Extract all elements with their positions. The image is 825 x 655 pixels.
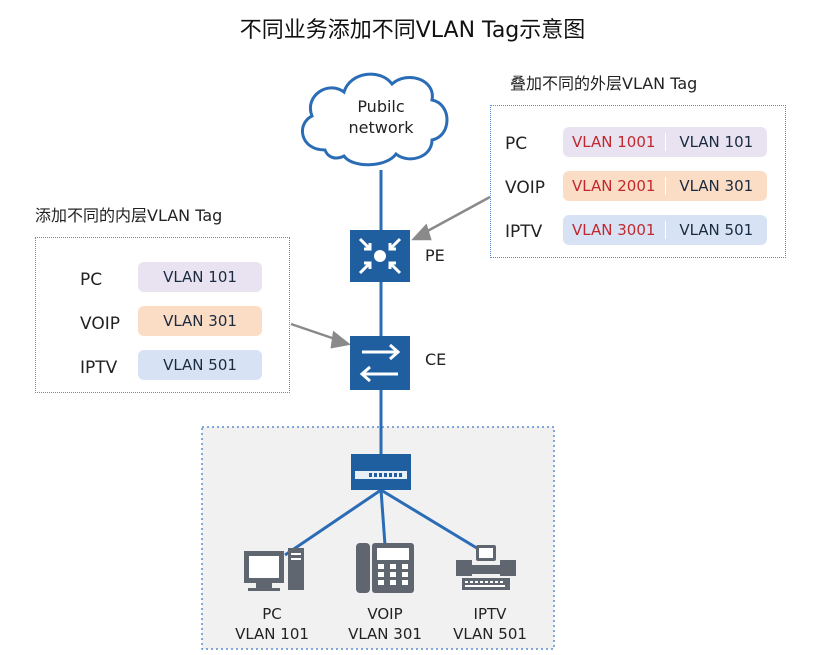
- inner-vlan-tag: VLAN 301: [679, 177, 754, 195]
- outer-vlan-tag: VLAN 1001: [563, 133, 666, 151]
- inner-tag-box: PC VLAN 101 VOIP VLAN 301 IPTV VLAN 501: [35, 237, 290, 393]
- inner-vlan-tag: VLAN 501: [679, 221, 754, 239]
- arrow-to-pe: [421, 195, 491, 236]
- network-links: [284, 170, 486, 557]
- inner-row-label: IPTV: [80, 358, 118, 378]
- outer-row-label: VOIP: [505, 178, 545, 198]
- pe-label: PE: [425, 246, 445, 265]
- host-label-pc: PC VLAN 101: [217, 604, 327, 644]
- inner-vlan-tag: VLAN 101: [163, 268, 237, 286]
- inner-tag-pill: VLAN 301: [138, 306, 262, 336]
- host-vlan: VLAN 101: [235, 625, 309, 643]
- ce-switch-icon: [350, 336, 410, 390]
- host-vlan: VLAN 501: [453, 625, 527, 643]
- host-vlan: VLAN 301: [348, 625, 422, 643]
- iptv-icon: [456, 545, 516, 590]
- host-name: IPTV: [473, 605, 507, 623]
- outer-tag-pill: VLAN 2001 VLAN 301: [563, 171, 767, 201]
- inner-tag-pill: VLAN 501: [138, 350, 262, 380]
- inner-vlan-tag: VLAN 101: [679, 133, 754, 151]
- pc-icon: [244, 548, 304, 591]
- inner-vlan-tag: VLAN 301: [163, 312, 237, 330]
- inner-tag-pill: VLAN 101: [138, 262, 262, 292]
- inner-tag-caption: 添加不同的内层VLAN Tag: [35, 206, 223, 225]
- link-switch-pc: [284, 488, 382, 557]
- arrow-head-ce: [330, 330, 351, 349]
- arrow-to-ce: [290, 322, 339, 342]
- inner-row-label: PC: [80, 270, 103, 290]
- outer-vlan-tag: VLAN 3001: [563, 221, 666, 239]
- host-label-voip: VOIP VLAN 301: [330, 604, 440, 644]
- link-switch-voip: [379, 489, 387, 546]
- ce-label: CE: [425, 350, 447, 369]
- inner-vlan-tag: VLAN 501: [163, 356, 237, 374]
- cloud-label-line1: Pubilc: [357, 97, 404, 116]
- outer-tag-pill: VLAN 3001 VLAN 501: [563, 215, 767, 245]
- outer-row-label: PC: [505, 134, 528, 154]
- cloud-label-line2: network: [349, 118, 415, 137]
- cloud-icon: [301, 72, 449, 167]
- diagram-title: 不同业务添加不同VLAN Tag示意图: [239, 18, 586, 43]
- link-switch-iptv: [380, 488, 486, 555]
- access-switch-icon: [351, 454, 411, 490]
- ip-phone-icon: [356, 543, 414, 593]
- pe-router-icon: [350, 230, 410, 282]
- outer-tag-box: PC VLAN 1001 VLAN 101 VOIP VLAN 2001 VLA…: [490, 105, 786, 258]
- host-label-iptv: IPTV VLAN 501: [435, 604, 545, 644]
- host-name: VOIP: [367, 605, 403, 623]
- arrow-head-pe: [411, 223, 432, 241]
- outer-row-label: IPTV: [505, 222, 543, 242]
- host-name: PC: [262, 605, 282, 623]
- outer-vlan-tag: VLAN 2001: [563, 177, 666, 195]
- annotation-arrows: [290, 195, 491, 349]
- inner-row-label: VOIP: [80, 314, 120, 334]
- outer-tag-caption: 叠加不同的外层VLAN Tag: [510, 74, 698, 93]
- outer-tag-pill: VLAN 1001 VLAN 101: [563, 127, 767, 157]
